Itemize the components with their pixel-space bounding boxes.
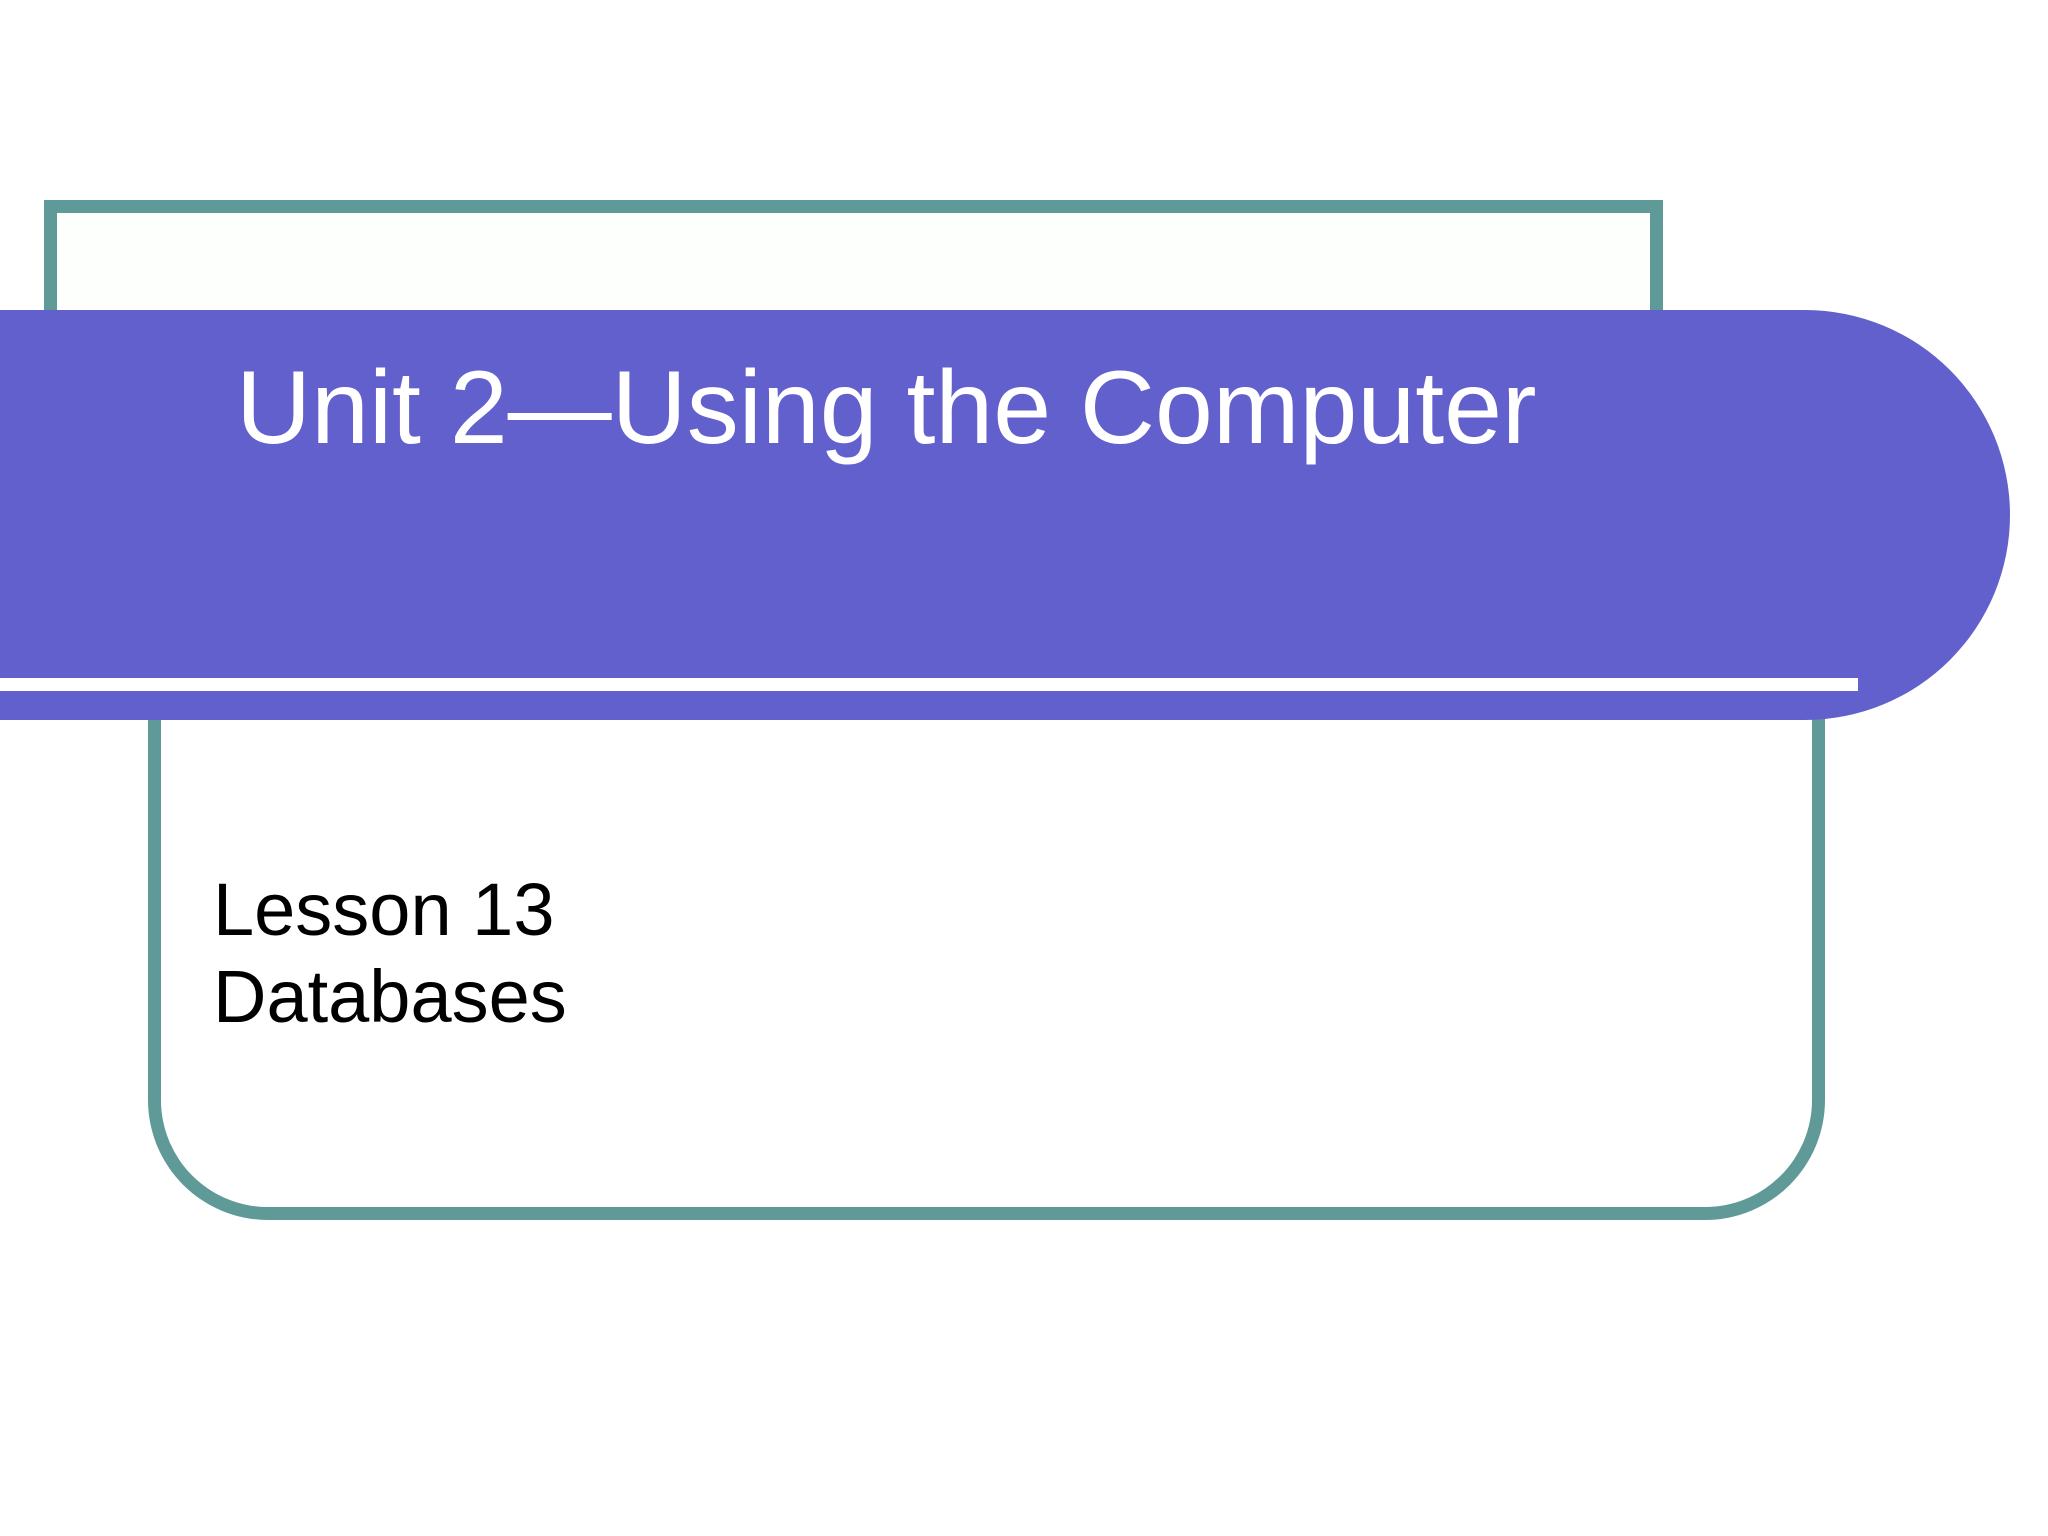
banner-divider-rule xyxy=(0,678,1858,691)
slide-subtitle-block: Lesson 13 Databases xyxy=(213,866,567,1041)
slide-title: Unit 2—Using the Computer xyxy=(236,350,1537,466)
title-banner xyxy=(0,310,2010,720)
content-frame xyxy=(148,560,1825,1220)
subtitle-line-lesson: Lesson 13 xyxy=(213,868,555,951)
subtitle-line-topic: Databases xyxy=(213,955,567,1039)
